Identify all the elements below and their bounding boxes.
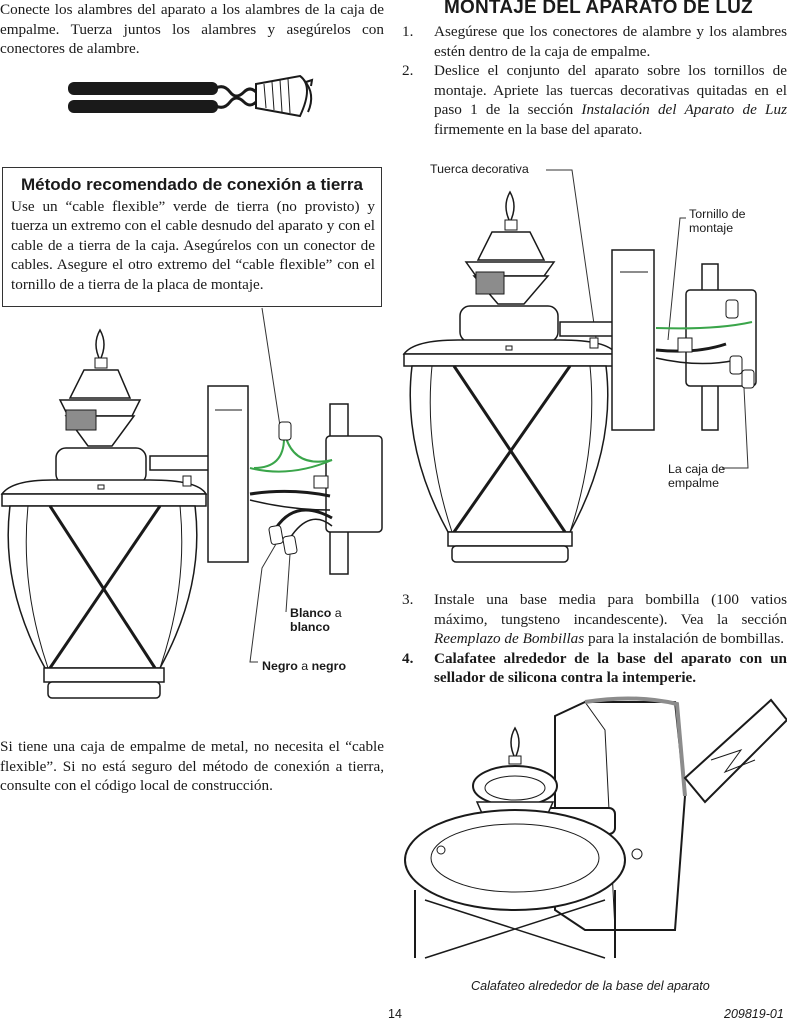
ground-method-body: Use un “cable flexible” verde de tierra … (11, 197, 375, 293)
document-number: 209819-01 (724, 1007, 784, 1021)
left-wiring-diagram (0, 307, 383, 699)
section-reference: Reemplazo de Bombillas (434, 630, 585, 648)
step-number: 3. (402, 591, 414, 608)
black-to-black-label: Negro a negro (262, 659, 346, 673)
steps-list-3-4: 3. Instale una base media para bombilla … (402, 590, 787, 688)
caulking-illustration (404, 696, 787, 959)
mounting-screw-label-2: montaje (689, 221, 734, 235)
section-heading: MONTAJE DEL APARATO DE LUZ (444, 0, 753, 18)
black-label-b: negro (311, 659, 347, 673)
junction-box-label: La caja de empalme (668, 462, 725, 490)
junction-box-label-1: La caja de (668, 462, 726, 476)
page-number: 14 (388, 1007, 402, 1021)
step-3: 3. Instale una base media para bombilla … (402, 590, 787, 649)
metal-box-paragraph: Si tiene una caja de empalme de metal, n… (0, 738, 384, 795)
step-text: Deslice el conjunto del aparato sobre lo… (434, 62, 787, 119)
step-number: 2. (402, 62, 414, 80)
step-text: Instale una base media para bombilla (10… (434, 591, 787, 628)
step-text-end: para la instalación de bombillas. (584, 630, 785, 648)
step-text-end: firmemente en la base del aparato. (434, 120, 643, 138)
decorative-nut-label: Tuerca decorativa (430, 162, 529, 176)
white-label-2: blanco (290, 620, 330, 634)
white-label-bold: Blanco (290, 606, 332, 620)
intro-paragraph: Conecte los alambres del aparato a los a… (0, 1, 384, 58)
steps-list-1-2: 1. Asegúrese que los conectores de alamb… (402, 22, 787, 140)
black-label-a: Negro (262, 659, 298, 673)
illustration-caption: Calafateo alrededor de la base del apara… (471, 979, 710, 993)
ground-method-title: Método recomendado de conexión a tierra (21, 175, 363, 194)
mounting-screw-label: Tornillo de montaje (689, 207, 745, 235)
mounting-screw-label-1: Tornillo de (689, 207, 746, 221)
step-4: 4. Calafatee alrededor de la base del ap… (402, 649, 787, 688)
section-reference: Instalación del Aparato de Luz (581, 101, 787, 119)
step-number: 4. (402, 649, 414, 667)
step-text: Calafatee alrededor de la base del apara… (434, 649, 787, 687)
right-mounting-diagram (402, 169, 757, 563)
step-text: Asegúrese que los conectores de alambre … (434, 23, 787, 60)
ground-method-box: Método recomendado de conexión a tierra … (2, 167, 382, 307)
junction-box-label-2: empalme (668, 476, 719, 490)
step-1: 1. Asegúrese que los conectores de alamb… (402, 22, 787, 61)
wire-twist-illustration (68, 74, 314, 118)
step-2: 2. Deslice el conjunto del aparato sobre… (402, 61, 787, 139)
white-label-mid: a (331, 606, 342, 620)
step-number: 1. (402, 23, 414, 40)
white-to-white-label: Blanco a blanco (290, 606, 342, 634)
black-label-mid: a (297, 659, 312, 673)
